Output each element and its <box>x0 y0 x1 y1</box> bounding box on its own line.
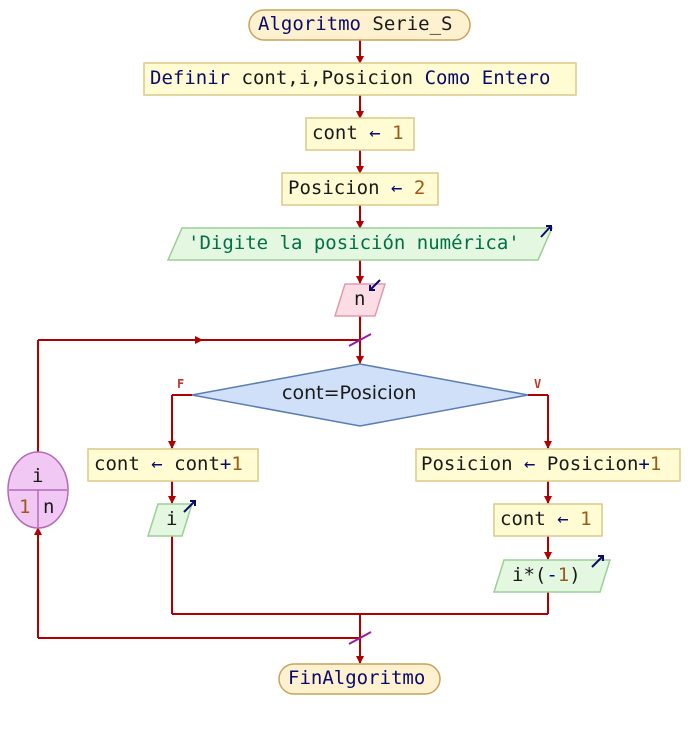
start-keyword: Algoritmo <box>258 13 361 35</box>
define-keyword: Definir <box>150 67 231 89</box>
define-box <box>143 62 577 96</box>
decision-false-label: F <box>177 377 185 391</box>
assign-cont-box <box>305 117 415 151</box>
define-label: Definir cont,i,Posicion Como Entero <box>150 69 550 88</box>
decision-diamond <box>191 363 529 427</box>
assign-posicion-inc-box <box>415 448 681 482</box>
define-vars: cont,i,Posicion <box>241 67 414 89</box>
assign-rhs-num: 1 <box>649 453 662 475</box>
assign-arrow: ← <box>557 508 569 530</box>
output-i-shape <box>146 503 194 537</box>
input-arrow-icon <box>369 279 381 291</box>
io-arrow-icons <box>183 225 604 568</box>
connectors <box>34 40 552 664</box>
decision-true-label: V <box>534 377 542 391</box>
assign-cont-reset-label: cont ← 1 <box>500 510 592 529</box>
output-arrow-icon <box>183 500 196 513</box>
assign-posicion-inc-label: Posicion ← Posicion+1 <box>421 455 661 474</box>
loop-end-label: n <box>43 496 55 518</box>
output-arrow-icon <box>540 225 552 238</box>
output-prompt-label: 'Digite la posición numérica' <box>188 232 520 254</box>
output-prompt-shape <box>166 227 554 261</box>
assign-lhs: cont <box>94 453 140 475</box>
assign-cont-reset-box <box>493 503 603 537</box>
assign-rhs-var: Posicion <box>546 453 639 475</box>
input-n-shape <box>333 283 387 317</box>
assign-cont-label: cont ← 1 <box>312 124 404 143</box>
assign-arrow: ← <box>523 453 536 475</box>
output-prefix: i*( <box>512 564 547 586</box>
input-n-label: n <box>354 288 366 310</box>
assign-posicion-label: Posicion ← 2 <box>288 179 425 198</box>
output-ineg-label: i*(-1) <box>512 566 581 585</box>
output-minus: - <box>546 564 558 586</box>
loop-start-label: 1 <box>19 496 31 518</box>
output-ineg-shape <box>492 559 612 593</box>
decision-label: cont=Posicion <box>282 382 417 404</box>
assign-value: 1 <box>580 508 592 530</box>
assign-rhs-op: + <box>638 453 650 475</box>
define-type: Como Entero <box>424 67 551 89</box>
output-suffix: ) <box>569 564 581 586</box>
assign-cont-inc-label: cont ← cont+1 <box>94 455 243 474</box>
assign-var: cont <box>500 508 546 530</box>
output-num: 1 <box>557 564 570 586</box>
output-i-label: i <box>166 508 178 530</box>
assign-arrow: ← <box>390 177 403 199</box>
assign-cont-inc-box <box>87 448 259 482</box>
output-arrow-icon <box>591 555 604 568</box>
assign-value: 2 <box>413 177 426 199</box>
assign-rhs-var: cont <box>174 453 220 475</box>
assign-lhs: Posicion <box>421 453 513 475</box>
assign-rhs-num: 1 <box>231 453 243 475</box>
loop-var-label: i <box>32 465 44 487</box>
assign-var: cont <box>312 122 358 144</box>
end-terminal <box>278 663 441 695</box>
start-terminal <box>248 9 471 41</box>
assign-posicion-box <box>281 172 439 206</box>
algorithm-name: Serie_S <box>372 13 453 35</box>
loop-markers <box>348 333 372 645</box>
assign-var: Posicion <box>288 177 380 199</box>
assign-rhs-op: + <box>219 453 232 475</box>
end-label: FinAlgoritmo <box>288 667 426 689</box>
assign-arrow: ← <box>151 453 163 475</box>
assign-value: 1 <box>392 122 404 144</box>
assign-arrow: ← <box>369 122 381 144</box>
start-label: Algoritmo Serie_S <box>258 15 452 34</box>
